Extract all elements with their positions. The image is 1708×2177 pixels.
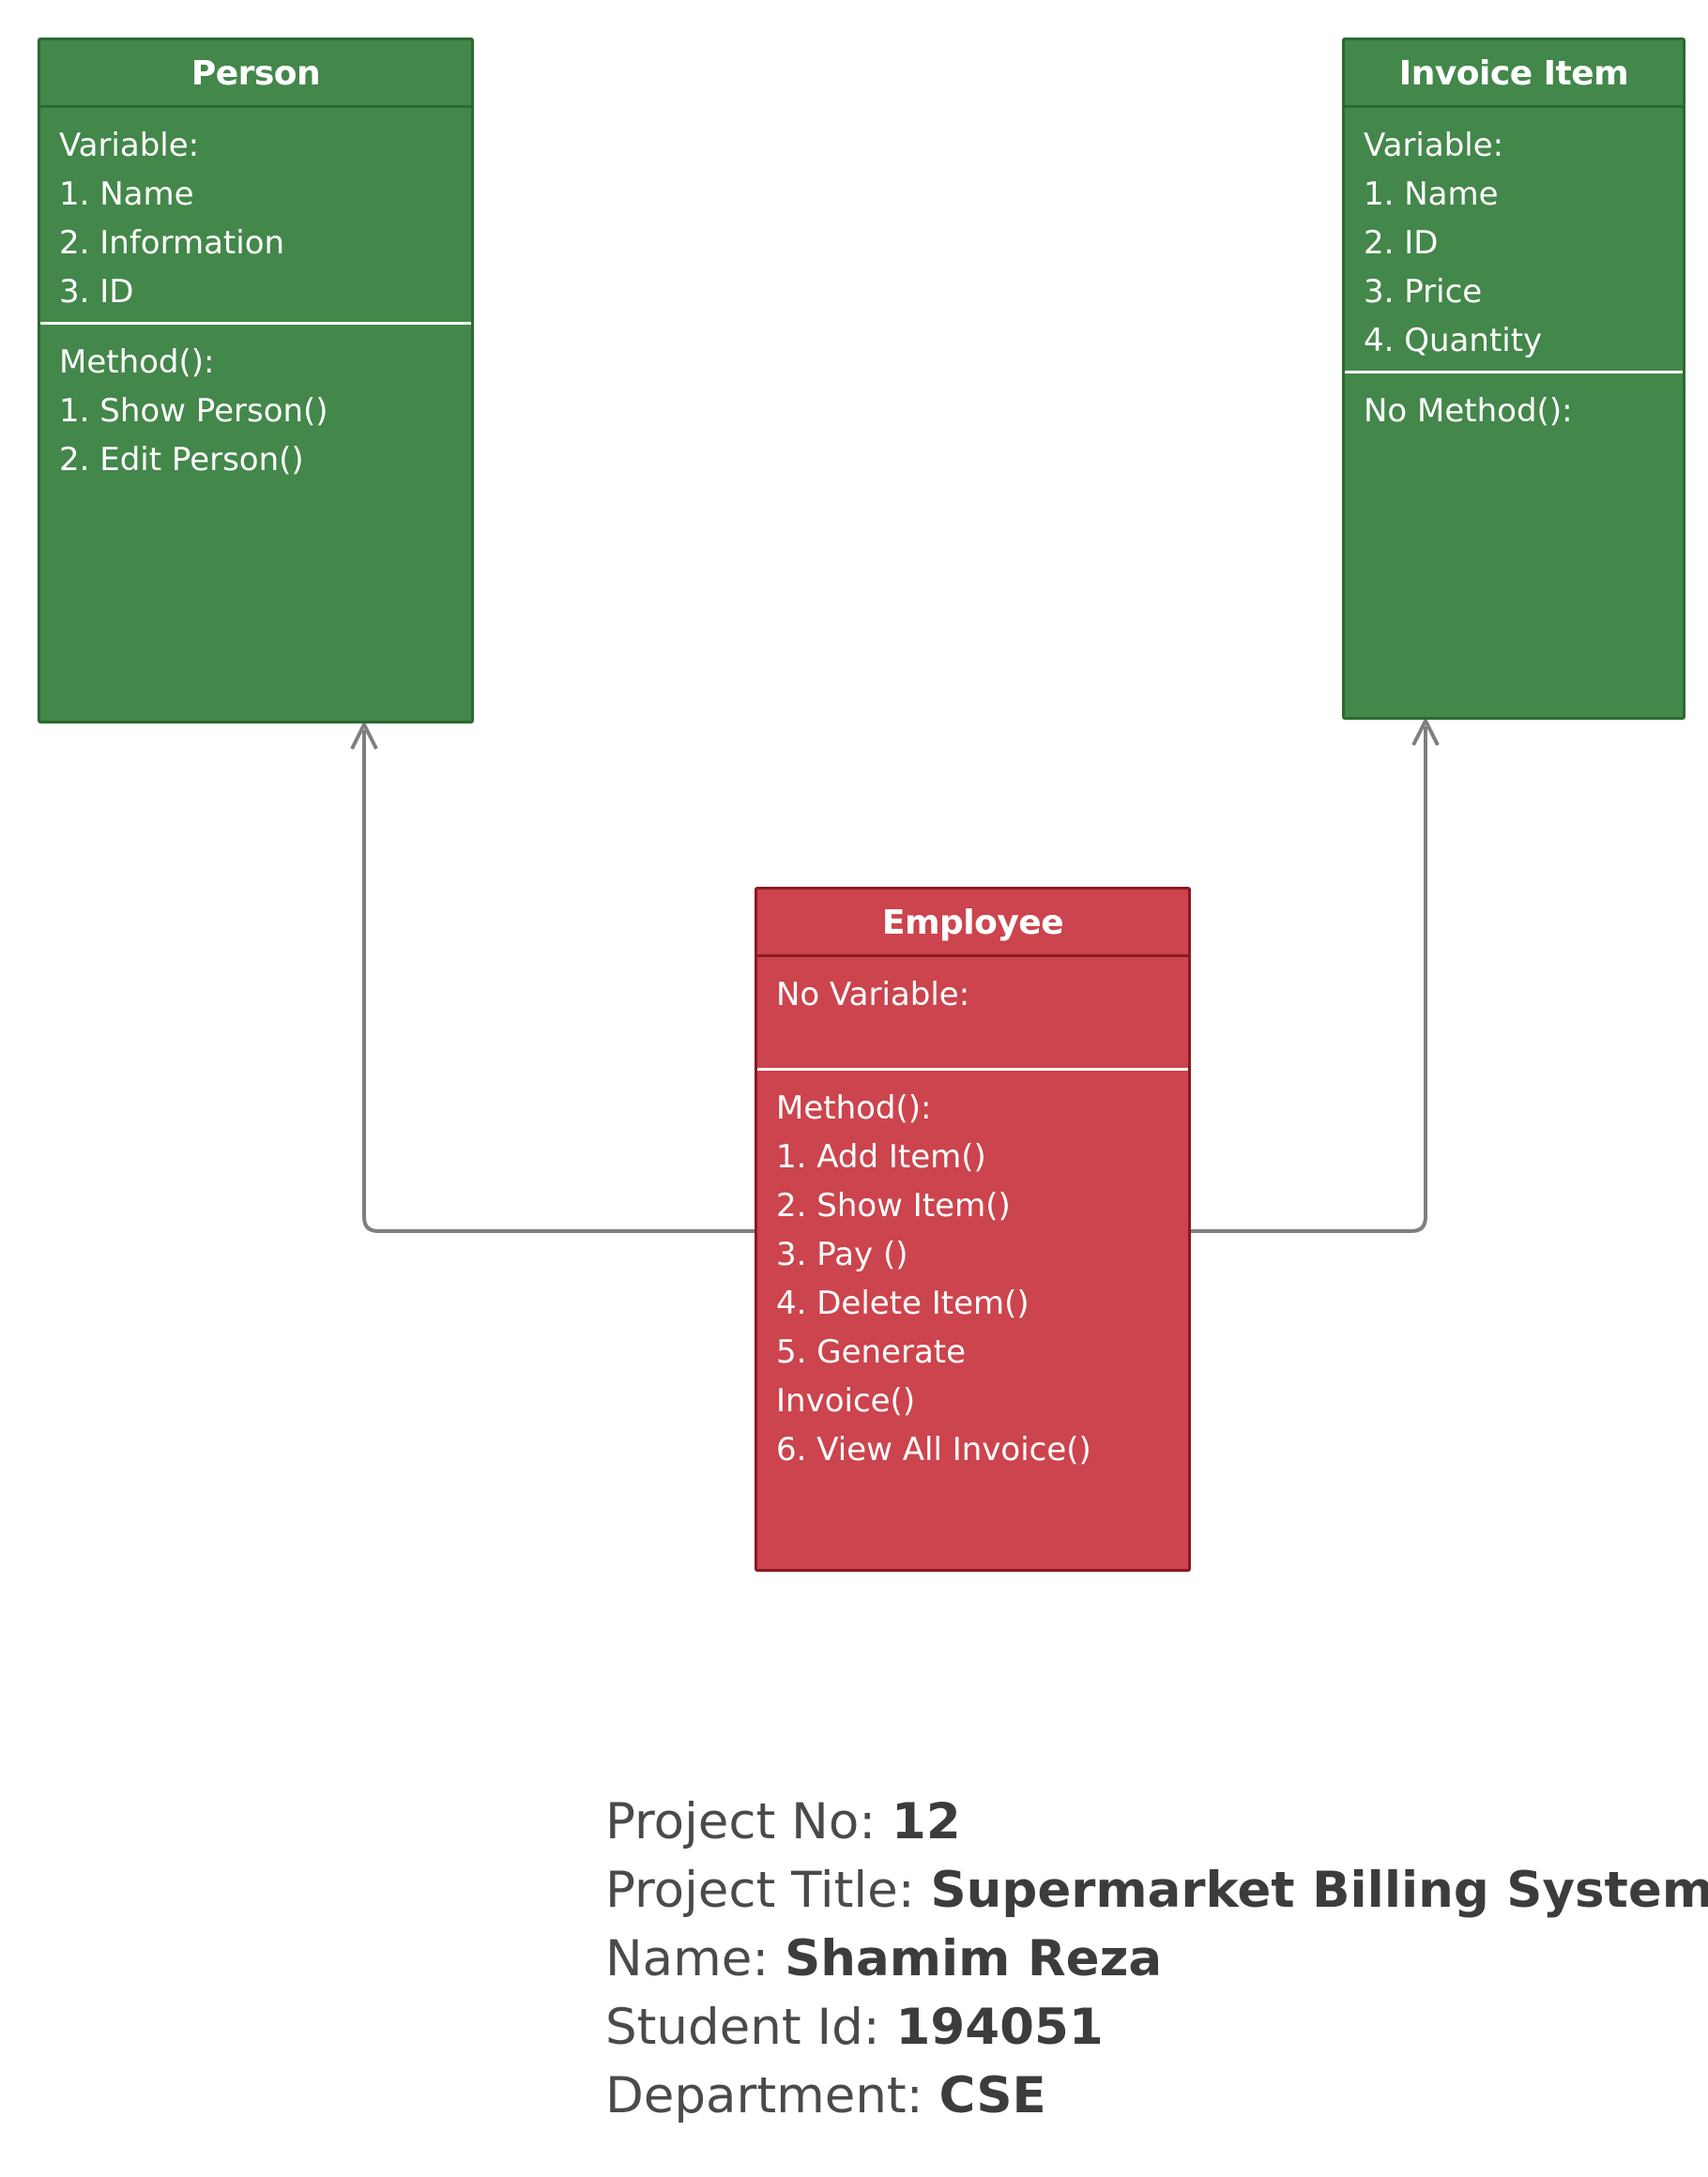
project-title-row: Project Title: Supermarket Billing Syste…	[605, 1856, 1708, 1925]
class-person-variables: Variable: 1. Name 2. Information 3. ID	[40, 108, 471, 325]
method-line: 2. Edit Person()	[59, 441, 304, 479]
method-line: 3. Pay ()	[776, 1236, 908, 1273]
method-line: Method():	[776, 1089, 932, 1127]
method-line: No Method():	[1364, 392, 1573, 430]
project-no-row: Project No: 12	[605, 1788, 1708, 1856]
variable-line: 3. Price	[1364, 273, 1483, 311]
method-line: Method():	[59, 343, 215, 381]
department-label: Department:	[605, 2067, 923, 2124]
variable-line: No Variable:	[776, 976, 970, 1013]
variable-line: 4. Quantity	[1364, 322, 1543, 359]
project-title-value: Supermarket Billing System	[930, 1862, 1708, 1919]
project-title-label: Project Title:	[605, 1862, 915, 1919]
class-invoice-item-name: Invoice Item	[1345, 40, 1683, 108]
class-person-methods: Method(): 1. Show Person() 2. Edit Perso…	[40, 325, 471, 484]
name-label: Name:	[605, 1930, 770, 1987]
variable-line: 2. ID	[1364, 224, 1439, 262]
variable-line: Variable:	[59, 127, 200, 164]
department-value: CSE	[938, 2067, 1046, 2124]
project-info: Project No: 12 Project Title: Supermarke…	[605, 1788, 1708, 2130]
class-employee-name: Employee	[757, 890, 1188, 957]
class-invoice-item-methods: No Method():	[1345, 373, 1683, 435]
name-row: Name: Shamim Reza	[605, 1925, 1708, 1993]
student-id-row: Student Id: 194051	[605, 1993, 1708, 2062]
method-line: Invoice()	[776, 1382, 916, 1420]
class-employee[interactable]: Employee No Variable: Method(): 1. Add I…	[755, 887, 1191, 1572]
project-no-label: Project No:	[605, 1793, 877, 1850]
class-employee-methods: Method(): 1. Add Item() 2. Show Item() 3…	[757, 1071, 1188, 1474]
variable-line: 1. Name	[59, 175, 194, 213]
method-line: 4. Delete Item()	[776, 1285, 1029, 1322]
class-employee-variables: No Variable:	[757, 957, 1188, 1071]
connector-employee-to-invoice-item	[1190, 726, 1427, 1233]
variable-line: 2. Information	[59, 224, 285, 262]
student-id-value: 194051	[895, 1999, 1104, 2056]
method-line: 1. Show Person()	[59, 392, 328, 430]
department-row: Department: CSE	[605, 2062, 1708, 2130]
method-line: 2. Show Item()	[776, 1187, 1011, 1225]
variable-line: 3. ID	[59, 273, 134, 311]
connector-employee-to-person	[362, 730, 755, 1233]
project-no-value: 12	[891, 1793, 961, 1850]
class-invoice-item-variables: Variable: 1. Name 2. ID 3. Price 4. Quan…	[1345, 108, 1683, 373]
method-line: 6. View All Invoice()	[776, 1431, 1091, 1469]
class-person[interactable]: Person Variable: 1. Name 2. Information …	[38, 38, 474, 723]
arrowhead-invoice-item	[1411, 719, 1440, 746]
variable-line: Variable:	[1364, 127, 1504, 164]
class-invoice-item[interactable]: Invoice Item Variable: 1. Name 2. ID 3. …	[1342, 38, 1685, 720]
name-value: Shamim Reza	[785, 1930, 1163, 1987]
arrowhead-person	[350, 723, 378, 750]
student-id-label: Student Id:	[605, 1999, 880, 2056]
method-line: 1. Add Item()	[776, 1138, 986, 1176]
class-person-name: Person	[40, 40, 471, 108]
variable-line: 1. Name	[1364, 175, 1499, 213]
method-line: 5. Generate	[776, 1333, 967, 1371]
